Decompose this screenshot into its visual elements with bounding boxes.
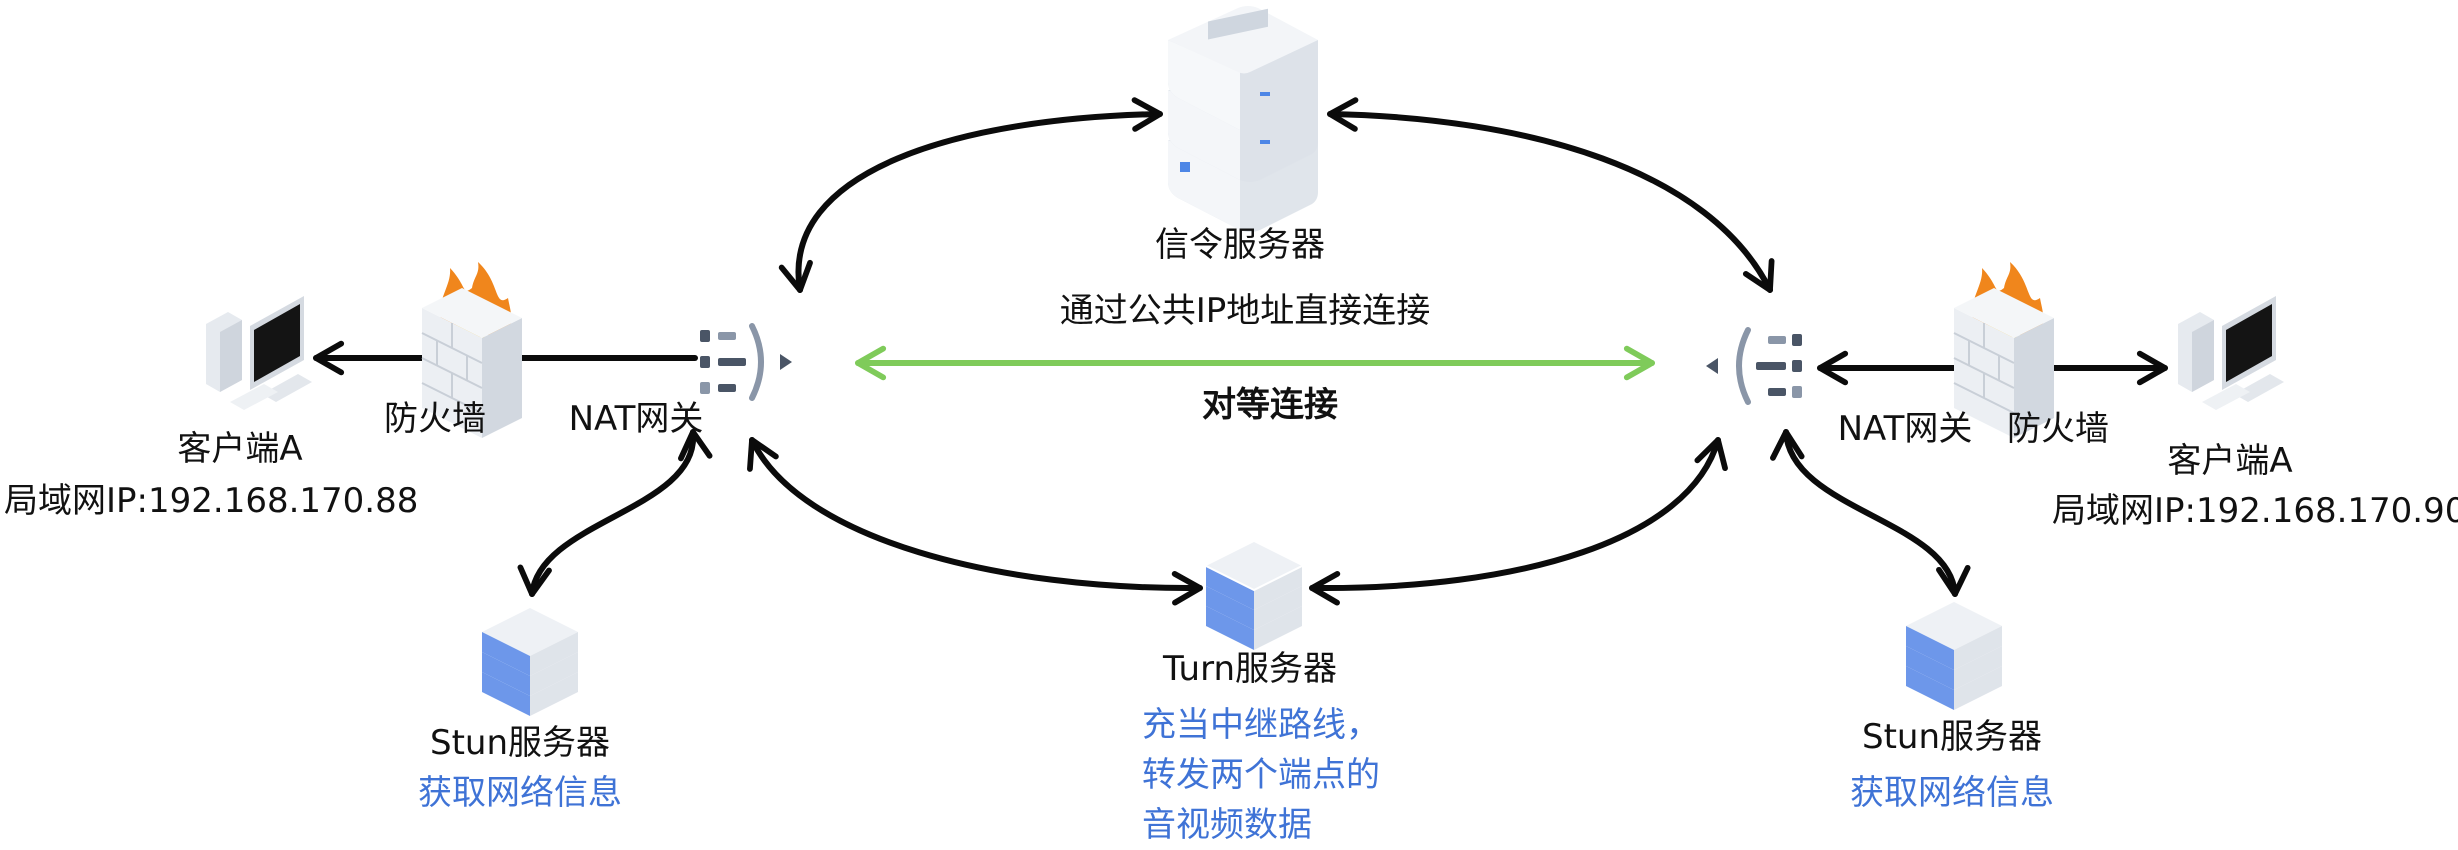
nat-right-label: NAT网关 — [1837, 409, 1973, 449]
stun-right-name: Stun服务器 — [1861, 717, 2043, 757]
firewall-right-icon — [1953, 262, 2054, 438]
firewall-right-label: 防火墙 — [2007, 409, 2109, 449]
client-left-name: 客户端A — [177, 429, 303, 469]
nat-left-label: NAT网关 — [568, 399, 704, 439]
signal-server-label: 信令服务器 — [1155, 225, 1325, 265]
arrow-nat-left-turn — [747, 437, 1203, 606]
firewall-left-label: 防火墙 — [384, 399, 486, 439]
arrow-nat-right-turn — [1309, 437, 1728, 606]
client-left-ip: 局域网IP:192.168.170.88 — [4, 481, 419, 521]
peer-connection-label: 对等连接 — [1202, 385, 1338, 425]
nat-left-icon — [700, 323, 792, 401]
signal-server-icon — [1168, 6, 1318, 232]
turn-server-icon — [1205, 542, 1303, 650]
stun-right-desc: 获取网络信息 — [1850, 773, 2054, 813]
connections — [313, 97, 2168, 606]
turn-server-label: Turn服务器 — [1162, 649, 1338, 689]
arrow-nat-right-stun — [1770, 429, 1971, 597]
turn-server-desc: 充当中继路线， 转发两个端点的 音视频数据 — [1142, 705, 1380, 845]
client-right-computer-icon — [2178, 296, 2284, 410]
stun-left-name: Stun服务器 — [429, 723, 611, 763]
client-right-ip: 局域网IP:192.168.170.90 — [2052, 491, 2458, 531]
arrow-right-nat-signal-curve — [1327, 97, 1775, 293]
firewall-left-icon — [421, 262, 522, 438]
stun-left-desc: 获取网络信息 — [418, 773, 622, 813]
client-left-computer-icon — [206, 296, 312, 410]
arrow-left-nat-signal-curve — [778, 97, 1163, 293]
direct-connection-note: 通过公共IP地址直接连接 — [1059, 291, 1431, 331]
client-right-name: 客户端A — [2167, 441, 2293, 481]
nat-right-icon — [1706, 327, 1802, 405]
arrow-left-nat-signal — [719, 110, 800, 116]
stun-server-left-icon — [482, 608, 578, 716]
stun-server-right-icon — [1906, 602, 2002, 710]
arrow-nat-left-to-signal — [610, 118, 806, 150]
arrow-nat-left-stun — [517, 429, 713, 597]
